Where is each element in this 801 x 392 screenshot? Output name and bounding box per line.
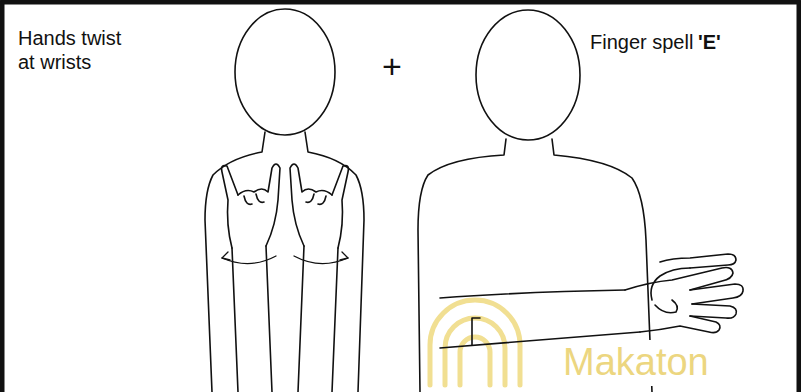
letter-text: 'E' bbox=[698, 30, 721, 54]
plus-sign: + bbox=[382, 46, 402, 87]
caption-text: Hands twist at wrists bbox=[18, 26, 136, 74]
watermark-text: Makaton bbox=[560, 340, 712, 386]
left-figure bbox=[205, 9, 364, 392]
right-figure bbox=[418, 10, 743, 392]
instruction-text: Finger spell bbox=[590, 30, 693, 54]
